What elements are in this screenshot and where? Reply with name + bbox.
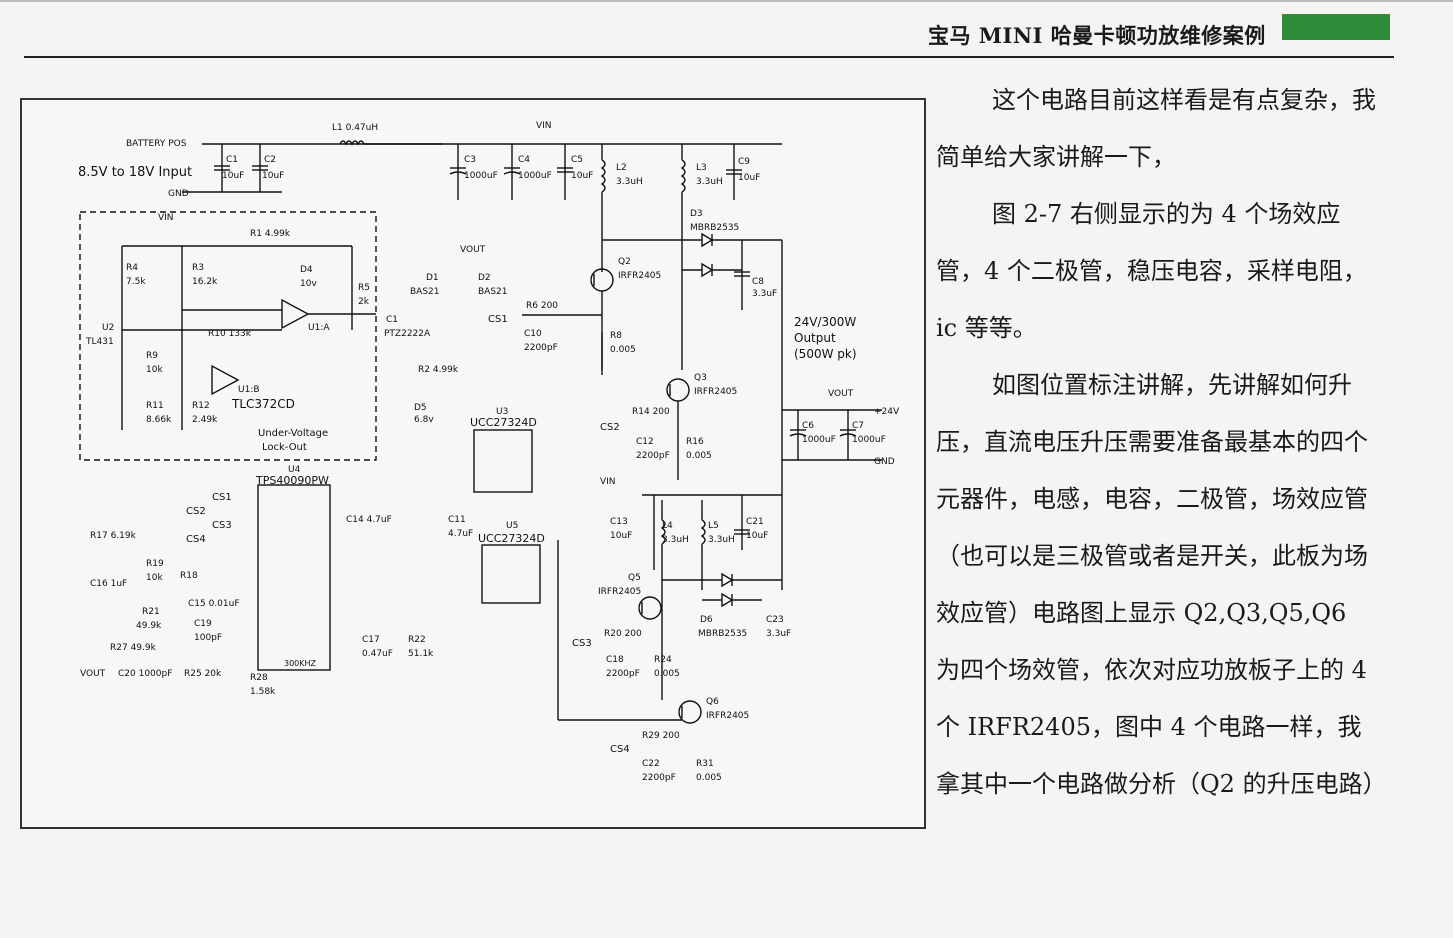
explanation-text: 这个电路目前这样看是有点复杂，我简单给大家讲解一下， 图 2-7 右侧显示的为 … [936,72,1387,813]
schematic-drawing [79,140,882,724]
paragraph-1: 这个电路目前这样看是有点复杂，我简单给大家讲解一下， [936,86,1376,171]
page-header-title: 宝马 MINI 哈曼卡顿功放维修案例 [928,23,1266,48]
top-edge-line [0,0,1453,2]
circuit-schematic: BATTERY POS 8.5V to 18V Input GND L1 0.4… [20,98,926,829]
header-color-bar [1282,14,1390,40]
paragraph-3: 如图位置标注讲解，先讲解如何升压，直流电压升压需要准备最基本的四个元器件，电感，… [936,371,1387,798]
paragraph-2: 图 2-7 右侧显示的为 4 个场效应管，4 个二极管，稳压电容，采样电阻，ic… [936,200,1367,342]
header-rule [24,56,1394,58]
